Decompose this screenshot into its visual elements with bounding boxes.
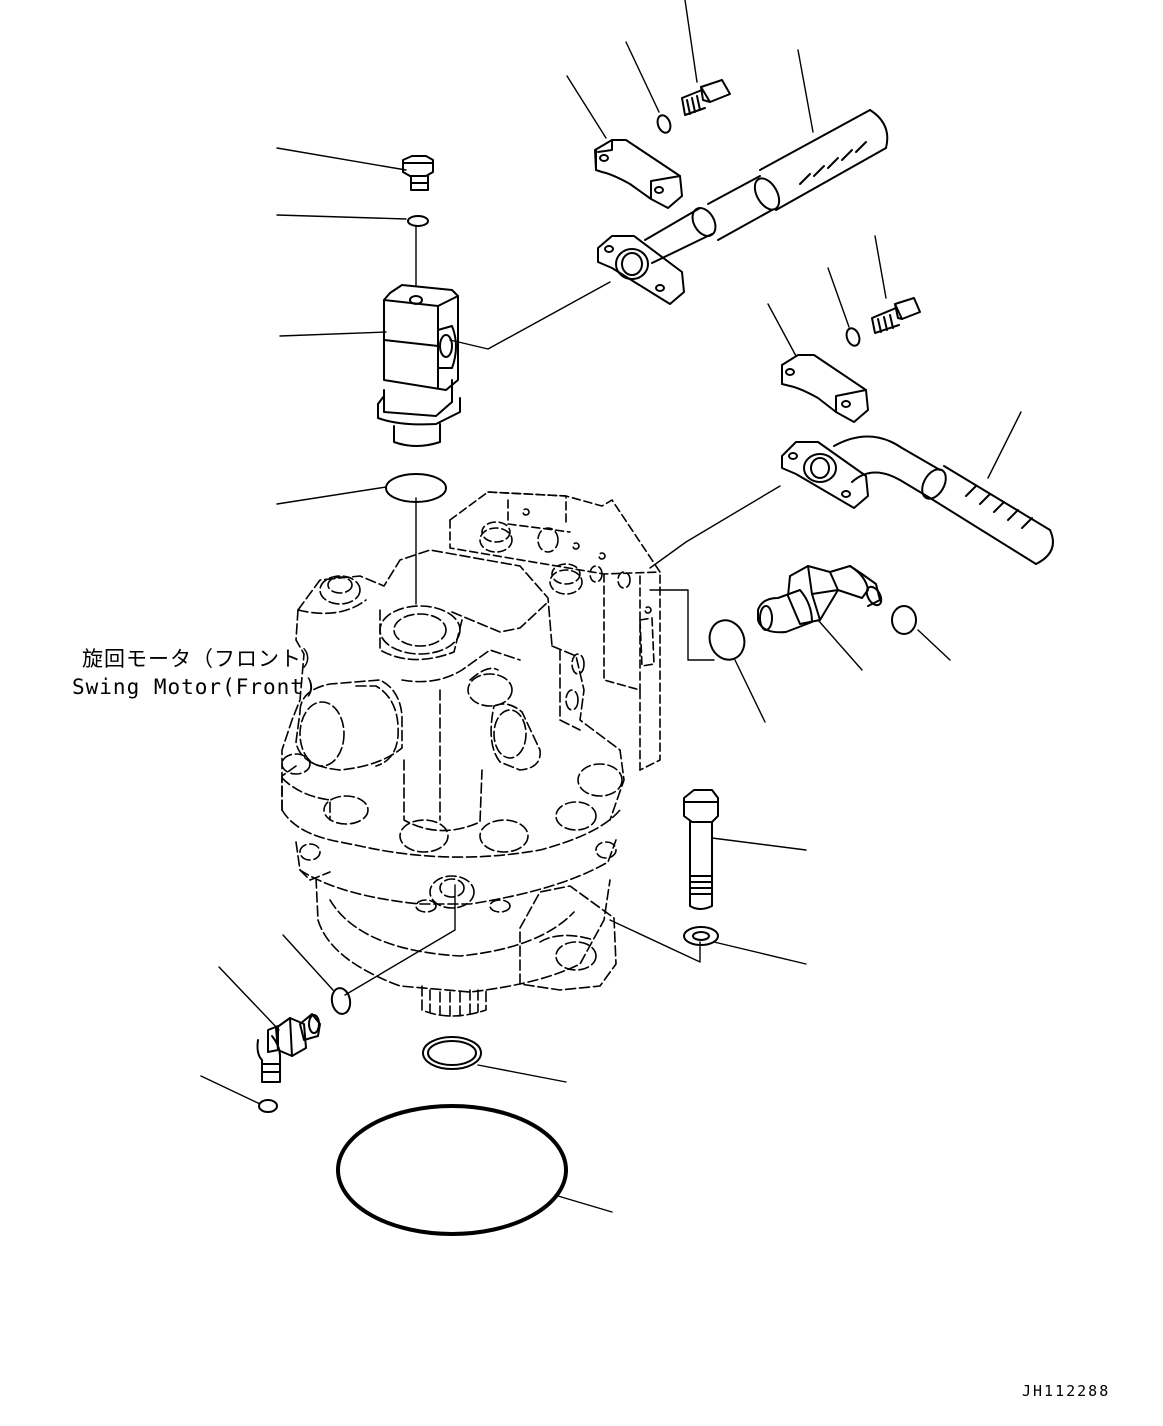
o-ring-small-top bbox=[407, 215, 429, 227]
long-bolt bbox=[683, 789, 719, 910]
o-ring-large bbox=[336, 1104, 568, 1236]
component-label-jp: 旋回モータ（フロント） bbox=[82, 647, 324, 671]
component-label-en: Swing Motor(Front) bbox=[72, 675, 318, 699]
elbow-block bbox=[377, 284, 461, 447]
washer-top bbox=[656, 114, 672, 134]
split-flange-lower bbox=[597, 235, 685, 305]
o-ring-fitting bbox=[385, 473, 447, 503]
split-flange-upper bbox=[594, 139, 683, 209]
o-ring-small-right bbox=[891, 605, 917, 635]
split-flange-right-lower bbox=[781, 441, 869, 509]
o-ring-shaft bbox=[422, 1036, 482, 1070]
valve-block bbox=[449, 491, 661, 771]
elbow-fitting-right bbox=[757, 565, 883, 634]
swing-motor-body bbox=[281, 549, 625, 1017]
o-ring-tiny-lower-left bbox=[258, 1099, 278, 1113]
split-flange-right-upper bbox=[781, 354, 869, 423]
bolt-right bbox=[871, 297, 921, 334]
elbow-fitting-lower-left bbox=[256, 1013, 321, 1083]
plug-bolt bbox=[402, 155, 434, 191]
washer-right bbox=[845, 327, 861, 347]
o-ring-small-lower-left bbox=[330, 987, 352, 1015]
leader-lines bbox=[200, 0, 1022, 1213]
hose-upper bbox=[644, 109, 889, 264]
drawing-code: JH112288 bbox=[1022, 1382, 1110, 1400]
washer-long-bolt bbox=[683, 926, 719, 946]
bolt-top bbox=[681, 79, 731, 116]
hose-right bbox=[833, 435, 1054, 565]
o-ring-right bbox=[708, 619, 746, 661]
